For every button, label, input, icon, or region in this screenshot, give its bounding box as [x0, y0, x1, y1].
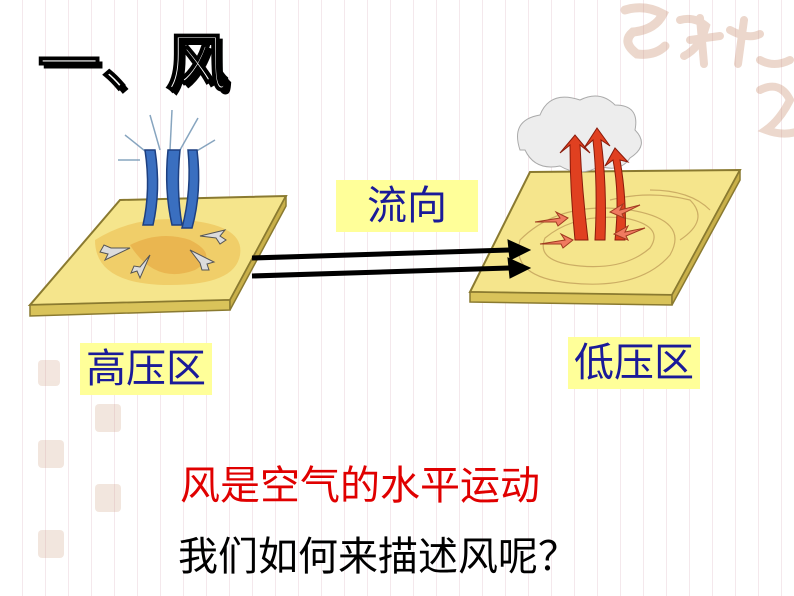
flow-arrow-icon [251, 239, 532, 279]
low-pressure-label: 低压区 [568, 337, 700, 389]
high-pressure-label: 高压区 [80, 343, 212, 395]
high-pressure-illustration [27, 109, 288, 317]
wind-question-text: 我们如何来描述风呢？ [178, 534, 578, 580]
wind-definition-text: 风是空气的水平运动 [180, 463, 540, 509]
low-pressure-illustration [468, 95, 742, 306]
page-title: 一、风 [37, 27, 231, 101]
watermark-seal [620, 3, 794, 138]
flow-direction-label: 流向 [336, 180, 478, 232]
watermark-seal [38, 360, 121, 558]
